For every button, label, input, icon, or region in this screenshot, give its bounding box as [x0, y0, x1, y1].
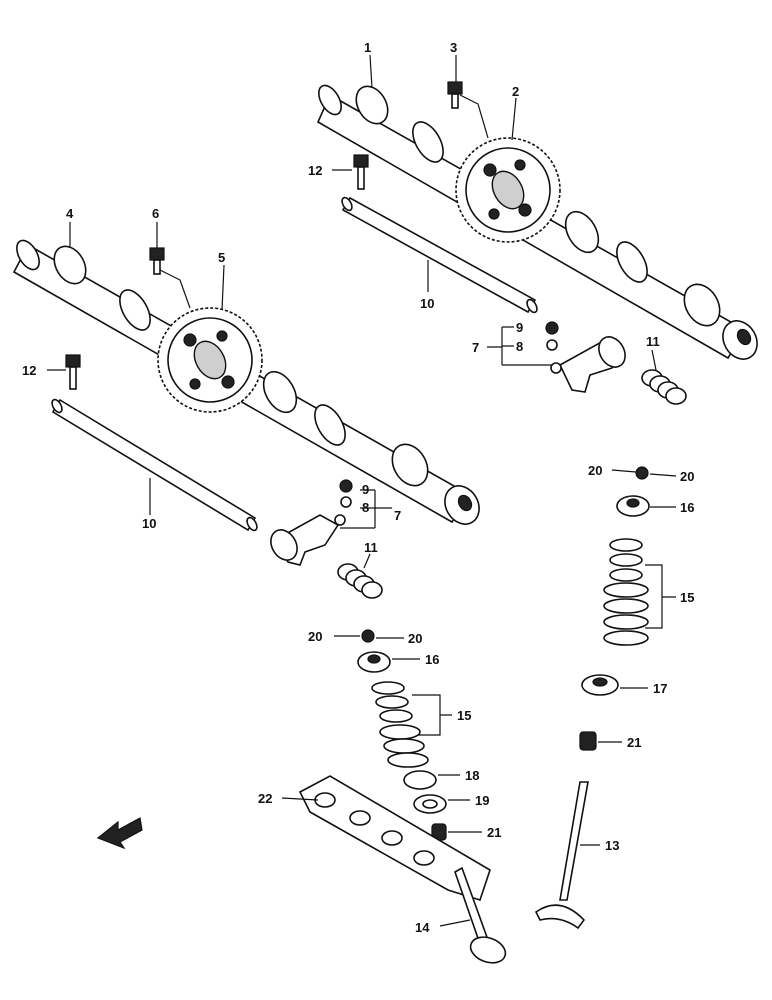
- valve-cotter-left: [361, 629, 375, 643]
- shaft-bolt-upper: [353, 154, 369, 190]
- callout-11-lower: 11: [364, 540, 378, 555]
- spring-retainer-right: [616, 495, 650, 517]
- shaft-bolt-lower: [65, 354, 81, 390]
- rocker-shaft-lower: [51, 398, 258, 532]
- valve-spring-right: [603, 538, 649, 646]
- front-arrow-icon: [96, 817, 143, 850]
- callout-7-lower: 7: [394, 508, 401, 523]
- cam-sprocket-lower: [157, 307, 263, 413]
- callout-16-right: 16: [680, 500, 694, 515]
- callout-4: 4: [66, 206, 74, 221]
- callout-17: 17: [653, 681, 667, 696]
- callout-20-right-a: 20: [588, 463, 602, 478]
- callout-12-upper: 12: [308, 163, 322, 178]
- callout-6: 6: [152, 206, 159, 221]
- callout-11-upper: 11: [646, 334, 660, 349]
- spring-retainer-left: [357, 651, 391, 673]
- callout-20-right-b: 20: [680, 469, 694, 484]
- callout-10-lower: 10: [142, 516, 156, 531]
- callout-15-left: 15: [457, 708, 471, 723]
- callout-18: 18: [465, 768, 479, 783]
- callout-19: 19: [475, 793, 489, 808]
- cam-sprocket-upper: [455, 137, 561, 243]
- callout-16-left: 16: [425, 652, 439, 667]
- valve-left: [454, 866, 507, 964]
- rocker-shaft-upper: [341, 196, 538, 314]
- washer-left: [413, 794, 447, 814]
- sprocket-bolt-lower: [149, 247, 165, 275]
- callout-3: 3: [450, 40, 457, 55]
- callout-21-right: 21: [627, 735, 641, 750]
- callout-15-right: 15: [680, 590, 694, 605]
- valve-cotter-right: [635, 466, 649, 480]
- sprocket-bolt-upper: [447, 81, 463, 109]
- callout-22: 22: [258, 791, 272, 806]
- valve-guide-seal-right: [579, 731, 597, 751]
- callout-10-upper: 10: [420, 296, 434, 311]
- callout-12-lower: 12: [22, 363, 36, 378]
- rocker-arm-lower: [270, 479, 353, 566]
- callout-9-upper: 9: [516, 320, 523, 335]
- callout-21-left: 21: [487, 825, 501, 840]
- valve-right: [534, 781, 589, 930]
- callout-13: 13: [605, 838, 619, 853]
- callouts: 1 2 3 4 5 6 7 7 8 8 9 9 10 10 11 11 12 1…: [22, 40, 694, 935]
- valve-spring-left: [371, 681, 429, 768]
- callout-20-left-b: 20: [408, 631, 422, 646]
- callout-8-upper: 8: [516, 339, 523, 354]
- rocker-arm-upper: [545, 321, 626, 393]
- callout-5: 5: [218, 250, 225, 265]
- callout-20-left-a: 20: [308, 629, 322, 644]
- spring-11-upper: [641, 369, 687, 405]
- spring-11-lower: [337, 563, 383, 599]
- callout-1: 1: [364, 40, 371, 55]
- spring-seat-right: [581, 674, 619, 696]
- callout-9-lower: 9: [362, 482, 369, 497]
- spring-seat-left: [403, 770, 437, 790]
- callout-2: 2: [512, 84, 519, 99]
- callout-8-lower: 8: [362, 500, 369, 515]
- leader-lines: [47, 54, 677, 927]
- callout-14: 14: [415, 920, 430, 935]
- callout-7-upper: 7: [472, 340, 479, 355]
- gasket-plate: [298, 775, 491, 901]
